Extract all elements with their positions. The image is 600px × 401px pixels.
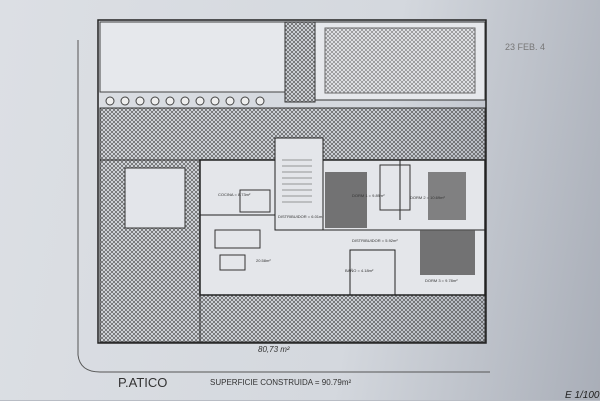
bathroom <box>349 249 396 296</box>
planter <box>284 21 316 103</box>
pool <box>324 27 476 94</box>
room-label-salon: 20.58m² <box>256 258 271 263</box>
outer-wall <box>97 19 487 344</box>
room-label-dorm-1: DORM 1 = 9.89m² <box>352 193 385 198</box>
date-stamp: 23 FEB. 4 <box>505 42 546 52</box>
living-table <box>219 254 246 271</box>
room-label-dorm-2: DORM 2 = 10.69m² <box>410 195 445 200</box>
bed-3 <box>420 230 475 275</box>
room-label-cocina: COCINA = 8.73m² <box>218 192 251 197</box>
bed-1 <box>325 172 367 228</box>
kitchen-table <box>239 189 271 213</box>
surface-area: SUPERFICIE CONSTRUIDA = 90.79m² <box>210 378 352 387</box>
handwritten-area: 80,73 m² <box>258 345 290 354</box>
site-boundary <box>77 40 490 373</box>
plan-title: P.ATICO <box>118 375 168 390</box>
room-label-bano: BAÑO = 4.18m² <box>345 268 374 273</box>
bed-2 <box>428 172 466 220</box>
room-label-distribuidor-1: DISTRIBUIDOR = 6.01m² <box>278 214 324 219</box>
skylight <box>124 167 186 229</box>
terrace-bottom <box>199 294 486 343</box>
room-label-distribuidor-2: DISTRIBUIDOR = 5.92m² <box>352 238 398 243</box>
handwritten-scale: E 1/100 <box>565 390 600 401</box>
room-label-dorm-3: DORM 3 = 9.78m² <box>425 278 458 283</box>
sofa <box>214 229 261 249</box>
wardrobe <box>379 164 411 211</box>
terrace-top-left <box>99 21 286 93</box>
